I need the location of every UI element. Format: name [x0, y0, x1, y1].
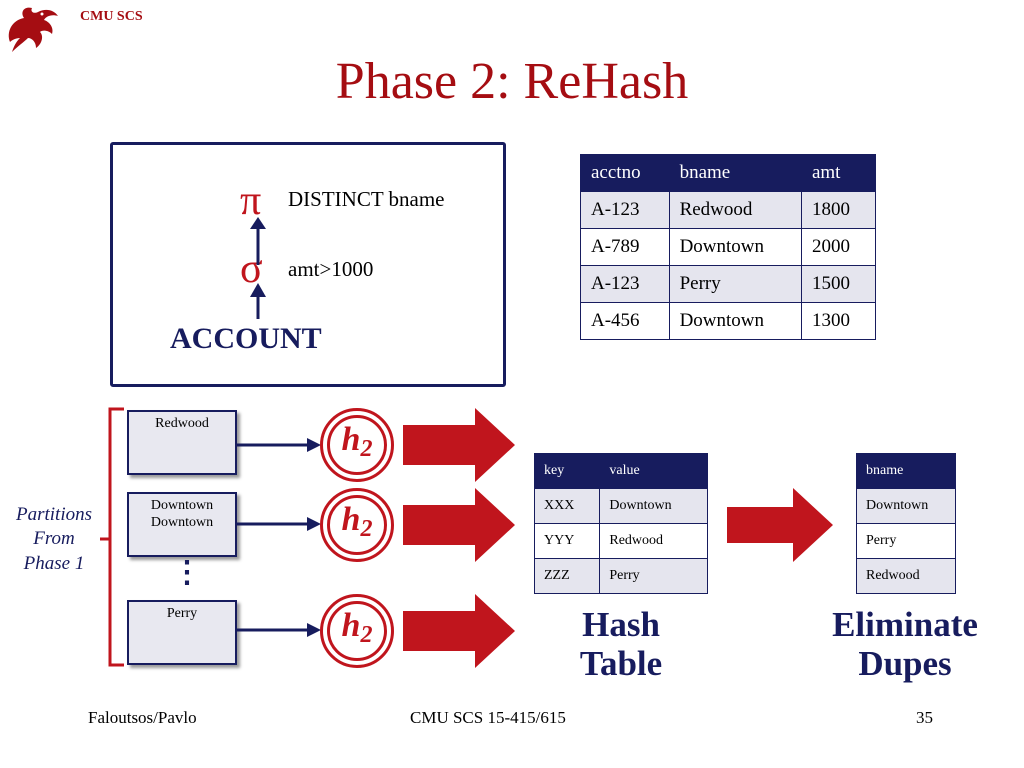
caption-line: Dupes — [858, 643, 952, 683]
red-arrow-icon — [403, 594, 515, 668]
partition-3: Perry — [127, 600, 237, 665]
table-cell: Downtown — [668, 302, 802, 340]
column-header: bname — [668, 154, 802, 192]
table-row: Perry — [856, 523, 956, 559]
column-header: amt — [800, 154, 877, 192]
hash-fn-sub: 2 — [360, 516, 373, 542]
partition-value: Redwood — [155, 416, 209, 431]
table-cell: ZZZ — [533, 558, 601, 594]
table-cell: 2000 — [800, 228, 877, 266]
table-cell: A-456 — [580, 302, 670, 340]
footer-course: CMU SCS 15-415/615 — [410, 708, 566, 727]
hash-function-icon: h2 — [320, 408, 394, 482]
hash-fn-sub: 2 — [360, 436, 373, 462]
partitions-bracket — [100, 407, 124, 667]
partition-value: Downtown — [150, 514, 214, 530]
ellipsis-icon: ⋮ — [172, 556, 202, 589]
hash-fn-name: h — [341, 607, 361, 644]
plan-arrows — [250, 217, 266, 319]
hash-function-icon: h2 — [320, 488, 394, 562]
eliminate-dupes-caption: Eliminate Dupes — [810, 605, 1000, 683]
caption-line: Partitions — [15, 504, 92, 525]
table-row: Redwood — [856, 558, 956, 594]
hash-table-caption: Hash Table — [540, 605, 702, 683]
partition-value: Downtown — [150, 498, 214, 513]
table-cell: A-789 — [580, 228, 670, 266]
column-header: acctno — [580, 154, 670, 192]
footer-author: Faloutsos/Pavlo — [88, 708, 197, 727]
caption-line: Eliminate — [832, 605, 978, 644]
projection-label: DISTINCT bname — [288, 187, 445, 211]
table-cell: Perry — [856, 523, 956, 559]
red-arrow-icon — [727, 488, 833, 562]
table-cell: Downtown — [668, 228, 802, 266]
arrowhead-up-icon — [250, 283, 266, 297]
table-cell: 1300 — [800, 302, 877, 340]
table-cell: A-123 — [580, 191, 670, 229]
table-cell: A-123 — [580, 265, 670, 303]
hash-fn-name: h — [341, 501, 361, 538]
table-cell: 1800 — [800, 191, 877, 229]
table-cell: XXX — [533, 488, 601, 524]
partition-1: Redwood — [127, 410, 237, 475]
column-header: value — [599, 453, 708, 489]
table-cell: 1500 — [800, 265, 877, 303]
partition-value: Perry — [166, 606, 198, 621]
table-row: Downtown — [856, 488, 956, 524]
table-cell: YYY — [533, 523, 601, 559]
query-plan-box — [110, 142, 506, 387]
selection-label: amt>1000 — [288, 257, 374, 281]
arrowhead-up-icon — [250, 217, 266, 229]
column-header: bname — [856, 453, 956, 489]
caption-line: Hash — [582, 605, 660, 644]
relation-label: ACCOUNT — [170, 322, 322, 355]
table-cell: Downtown — [856, 488, 956, 524]
projection-symbol: π — [240, 178, 262, 224]
caption-line: Table — [579, 643, 663, 683]
page-number: 35 — [916, 708, 933, 727]
partitions-caption: Partitions From Phase 1 — [2, 503, 106, 576]
table-cell: Perry — [668, 265, 802, 303]
hash-fn-sub: 2 — [360, 622, 373, 648]
hash-function-icon: h2 — [320, 594, 394, 668]
table-cell: Perry — [599, 558, 708, 594]
red-arrow-icon — [403, 408, 515, 482]
table-cell: Downtown — [599, 488, 708, 524]
header-org: CMU SCS — [80, 9, 143, 24]
partition-arrows — [237, 438, 321, 637]
table-cell: Redwood — [599, 523, 708, 559]
caption-line: Phase 1 — [23, 552, 85, 574]
table-cell: Redwood — [668, 191, 802, 229]
hash-fn-name: h — [341, 421, 361, 458]
partition-2: Downtown Downtown — [127, 492, 237, 557]
red-arrow-icon — [403, 488, 515, 562]
caption-line: From — [33, 528, 75, 550]
table-cell: Redwood — [856, 558, 956, 594]
column-header: key — [533, 453, 601, 489]
dragon-logo-icon — [8, 7, 58, 52]
page-title: Phase 2: ReHash — [335, 53, 689, 110]
